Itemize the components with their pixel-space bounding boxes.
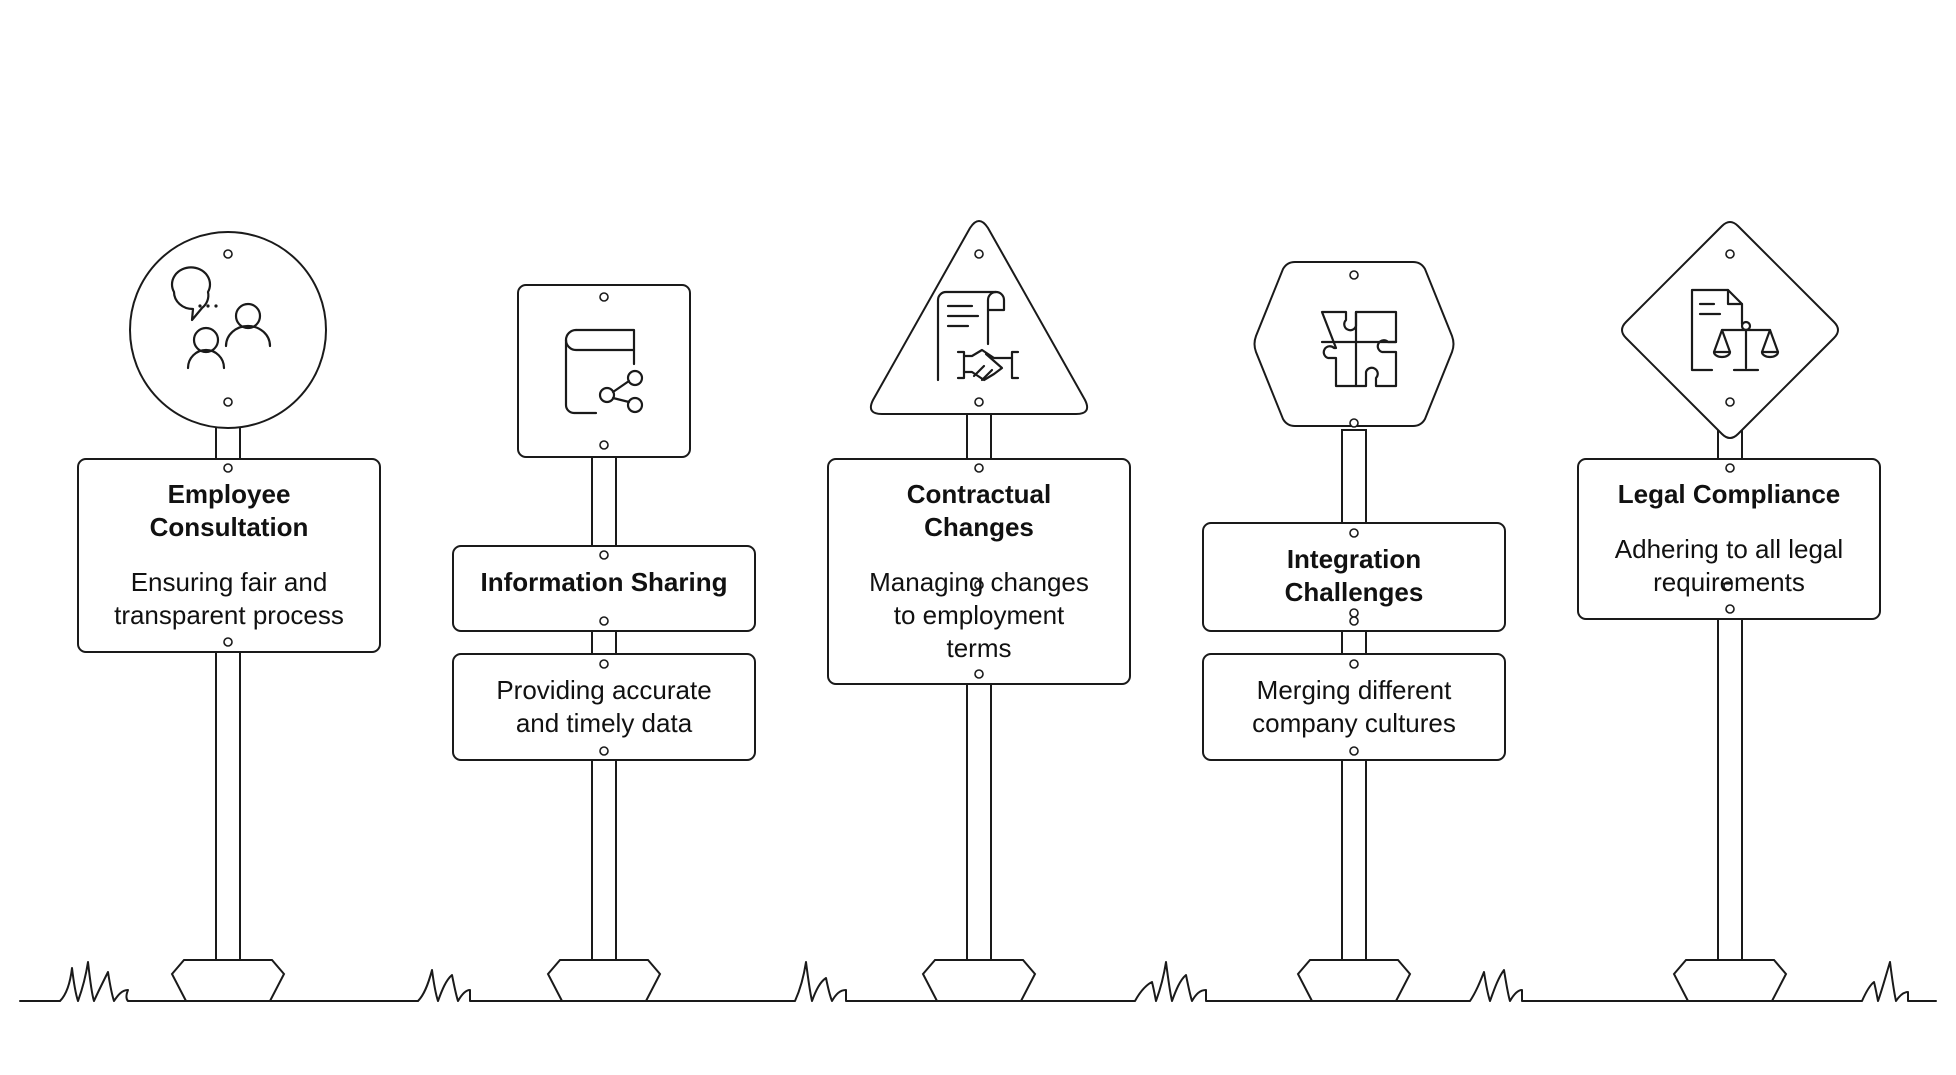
desc-panel xyxy=(1202,653,1506,761)
desc-line: transparent process xyxy=(114,600,344,630)
title-line: Information Sharing xyxy=(480,567,728,597)
desc-line: Ensuring fair and xyxy=(130,567,328,597)
information-sharing-title: Information Sharing xyxy=(453,566,755,599)
title-line: Consultation xyxy=(149,512,309,542)
sign-integration-challenges xyxy=(1202,261,1506,1002)
sign-contractual-changes xyxy=(827,220,1131,1002)
integration-challenges-desc: Merging different company cultures xyxy=(1203,674,1505,740)
desc-line: Merging different xyxy=(1256,675,1452,705)
square-sign xyxy=(517,284,691,458)
circle-sign xyxy=(129,231,327,429)
desc-line: requirements xyxy=(1653,567,1805,597)
sign-employee-consultation xyxy=(77,231,381,1002)
desc-line: and timely data xyxy=(515,708,693,738)
title-panel xyxy=(827,458,1131,685)
desc-line: Adhering to all legal xyxy=(1614,534,1844,564)
sign-information-sharing xyxy=(452,284,756,1002)
puzzle-icon xyxy=(1320,310,1398,388)
triangle-sign xyxy=(869,220,1089,415)
integration-challenges-title: Integration Challenges xyxy=(1203,543,1505,609)
title-line: Contractual xyxy=(906,479,1052,509)
title-panel xyxy=(77,458,381,653)
title-panel xyxy=(1577,458,1881,620)
desc-line: Managing changes xyxy=(869,567,1089,597)
desc-line: to employment xyxy=(893,600,1065,630)
post-base xyxy=(170,959,286,1002)
employee-consultation-title: Employee Consultation xyxy=(78,478,380,544)
desc-line: Providing accurate xyxy=(496,675,712,705)
title-line: Legal Compliance xyxy=(1617,479,1841,509)
legal-scales-icon xyxy=(1690,288,1780,372)
title-line: Integration xyxy=(1286,544,1422,574)
title-line: Employee xyxy=(167,479,291,509)
book-share-icon xyxy=(564,328,644,415)
post-base xyxy=(1296,959,1412,1002)
employee-consultation-desc: Ensuring fair and transparent process xyxy=(78,566,380,632)
contract-handshake-icon xyxy=(936,290,1020,382)
title-line: Challenges xyxy=(1284,577,1424,607)
desc-line: terms xyxy=(946,633,1012,663)
title-panel xyxy=(452,545,756,632)
information-sharing-desc: Providing accurate and timely data xyxy=(453,674,755,740)
desc-line: company cultures xyxy=(1252,708,1456,738)
legal-compliance-desc: Adhering to all legal requirements xyxy=(1578,533,1880,599)
post-base xyxy=(921,959,1037,1002)
post-base xyxy=(546,959,662,1002)
title-line: Changes xyxy=(924,512,1034,542)
title-panel xyxy=(1202,522,1506,632)
desc-panel xyxy=(452,653,756,761)
contractual-changes-desc: Managing changes to employment terms xyxy=(828,566,1130,665)
legal-compliance-title: Legal Compliance xyxy=(1578,478,1880,511)
ground xyxy=(19,961,1937,1002)
sign-legal-compliance xyxy=(1577,221,1881,1002)
post-base xyxy=(1672,959,1788,1002)
consultation-people-icon xyxy=(170,266,272,370)
hexagon-sign xyxy=(1253,261,1455,427)
contractual-changes-title: Contractual Changes xyxy=(828,478,1130,544)
